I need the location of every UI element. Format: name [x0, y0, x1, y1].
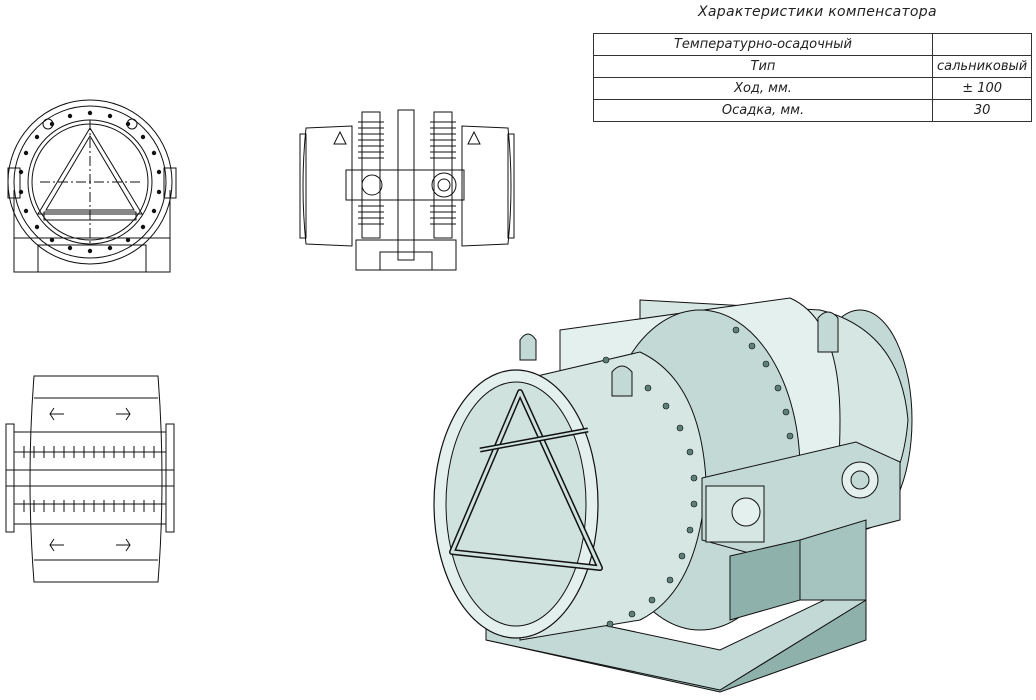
- spec-row: Температурно-осадочный: [593, 33, 1033, 56]
- spec-label: Ход, мм.: [593, 77, 933, 100]
- plan-lifting-lugs: [49, 407, 131, 552]
- flange-bolts: [602, 326, 794, 628]
- spec-title: Характеристики компенсатора: [698, 4, 937, 20]
- side-view-drawing: [299, 109, 515, 271]
- spec-label: Осадка, мм.: [593, 99, 933, 122]
- bellows-ribs: [358, 121, 456, 225]
- isometric-render: [433, 297, 913, 693]
- front-view-drawing: [7, 99, 177, 273]
- spec-row: Осадка, мм. 30: [593, 99, 1033, 122]
- spec-table: Температурно-осадочный Тип сальниковый Х…: [593, 33, 1033, 122]
- plan-view-drawing: [5, 375, 175, 583]
- plan-bolt-row: [23, 446, 155, 512]
- spec-value: 30: [931, 99, 1033, 122]
- spec-row: Ход, мм. ± 100: [593, 77, 1033, 100]
